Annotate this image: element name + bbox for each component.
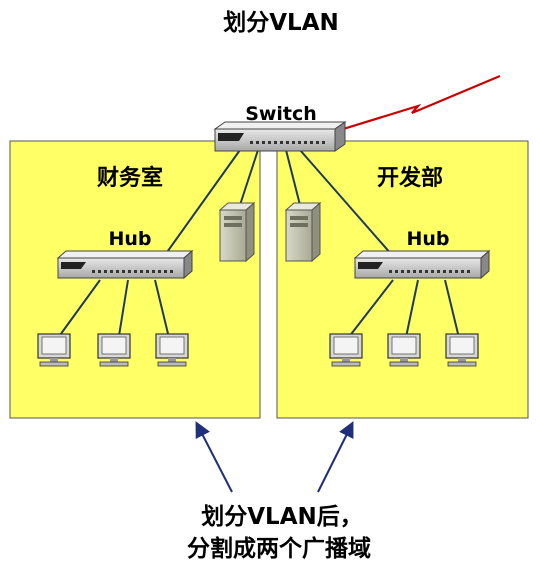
- wan-link: [339, 74, 501, 132]
- computer-icon: [387, 333, 421, 367]
- left-room-label: 财务室: [97, 165, 163, 191]
- right-room-label: 开发部: [377, 165, 443, 191]
- right-room: [276, 140, 529, 419]
- computer-icon: [155, 333, 189, 367]
- page-title: 划分VLAN: [223, 10, 339, 36]
- computer-icon: [445, 333, 479, 367]
- server-icon: [284, 201, 322, 263]
- server-icon: [218, 201, 256, 263]
- computer-icon: [37, 333, 71, 367]
- caption-line-2: 分割成两个广播域: [187, 535, 371, 562]
- left-room: [9, 140, 261, 419]
- left-hub-label: Hub: [108, 228, 151, 250]
- hub-icon: [353, 249, 491, 280]
- arrow-to-right-room: [317, 421, 354, 493]
- switch-label: Switch: [245, 103, 317, 125]
- caption-line-1: 划分VLAN后，: [201, 504, 363, 530]
- computer-icon: [97, 333, 131, 367]
- arrow-to-left-room: [195, 421, 233, 493]
- right-hub-label: Hub: [406, 228, 449, 250]
- computer-icon: [329, 333, 363, 367]
- switch-icon: [213, 121, 347, 152]
- connections: [54, 149, 461, 343]
- hub-icon: [56, 249, 194, 280]
